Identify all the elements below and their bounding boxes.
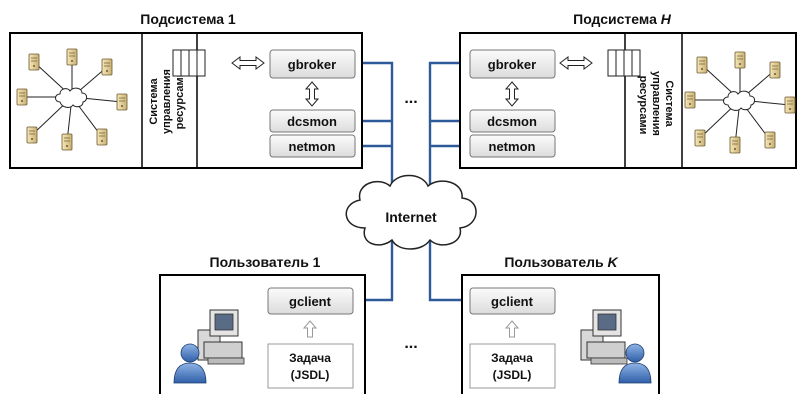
netmon-label-1: netmon: [289, 139, 336, 154]
dcsmon-label-1: dcsmon: [287, 114, 337, 129]
rms-label-h: Система управления ресурсами: [637, 71, 675, 139]
task-box-k: [469, 343, 556, 389]
gbroker-label-1: gbroker: [288, 57, 336, 72]
subsystem-h-title: Подсистема H: [573, 11, 672, 27]
queue-icon: [607, 49, 641, 77]
users-ellipsis: ...: [404, 335, 417, 352]
gclient-box-1: [267, 287, 354, 315]
gbroker-box-h: [469, 49, 556, 79]
dcsmon-box-h: [469, 109, 556, 133]
user-k-title: Пользователь K: [504, 254, 618, 270]
dcsmon-label-h: dcsmon: [487, 114, 537, 129]
gclient-box-k: [469, 287, 556, 315]
user-1-title: Пользователь 1: [210, 254, 321, 270]
gbroker-box-1: [269, 49, 356, 79]
rms-label-1: Система управления ресурсами: [148, 66, 186, 134]
task-box-1: [267, 343, 354, 389]
netmon-box-h: [469, 134, 556, 158]
netmon-label-h: netmon: [489, 139, 536, 154]
gclient-label-k: gclient: [491, 294, 534, 309]
task-format-1: (JSDL): [291, 368, 330, 382]
subsystems-ellipsis: ...: [404, 90, 417, 107]
cloud-icon: [345, 174, 477, 250]
task-label-k: Задача: [491, 351, 533, 365]
netmon-box-1: [269, 134, 356, 158]
internet-label: Internet: [385, 209, 437, 225]
gclient-label-1: gclient: [289, 294, 332, 309]
dcsmon-box-1: [269, 109, 356, 133]
task-label-1: Задача: [289, 351, 331, 365]
gbroker-label-h: gbroker: [488, 57, 536, 72]
queue-icon: [172, 49, 206, 77]
task-format-k: (JSDL): [493, 368, 532, 382]
subsystem-1-title: Подсистема 1: [140, 11, 236, 27]
